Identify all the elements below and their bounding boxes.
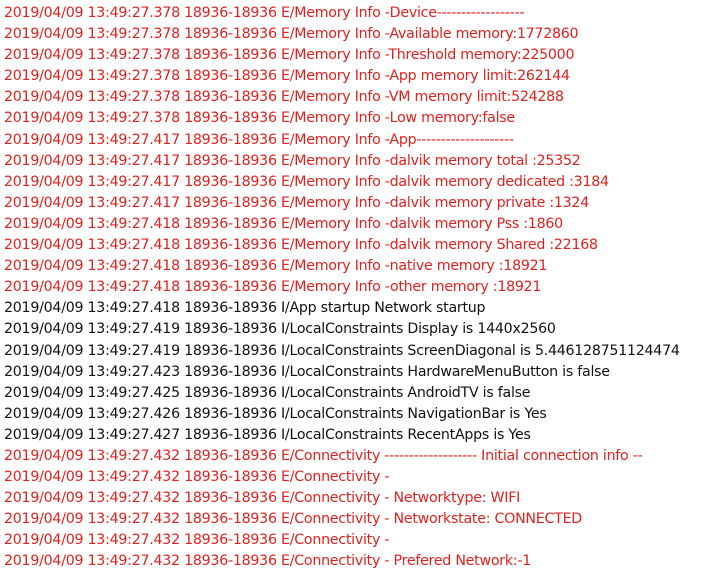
log-line: 2019/04/09 13:49:27.432 18936-18936 E/Co… bbox=[4, 469, 390, 486]
log-line: 2019/04/09 13:49:27.418 18936-18936 E/Me… bbox=[4, 237, 598, 254]
log-line: 2019/04/09 13:49:27.425 18936-18936 I/Lo… bbox=[4, 384, 531, 401]
log-line: 2019/04/09 13:49:27.432 18936-18936 E/Co… bbox=[4, 532, 390, 549]
log-line: 2019/04/09 13:49:27.432 18936-18936 E/Co… bbox=[4, 490, 521, 507]
log-line: 2019/04/09 13:49:27.419 18936-18936 I/Lo… bbox=[4, 321, 556, 338]
log-line: 2019/04/09 13:49:27.417 18936-18936 E/Me… bbox=[4, 152, 581, 169]
log-line: 2019/04/09 13:49:27.426 18936-18936 I/Lo… bbox=[4, 405, 547, 422]
log-line: 2019/04/09 13:49:27.418 18936-18936 I/Ap… bbox=[4, 300, 486, 317]
log-line: 2019/04/09 13:49:27.417 18936-18936 E/Me… bbox=[4, 131, 514, 148]
log-line: 2019/04/09 13:49:27.417 18936-18936 E/Me… bbox=[4, 173, 609, 190]
log-line: 2019/04/09 13:49:27.427 18936-18936 I/Lo… bbox=[4, 426, 531, 443]
log-line: 2019/04/09 13:49:27.418 18936-18936 E/Me… bbox=[4, 215, 563, 232]
log-line: 2019/04/09 13:49:27.423 18936-18936 I/Lo… bbox=[4, 363, 610, 380]
log-line: 2019/04/09 13:49:27.378 18936-18936 E/Me… bbox=[4, 47, 575, 64]
log-line: 2019/04/09 13:49:27.378 18936-18936 E/Me… bbox=[4, 5, 525, 21]
log-line: 2019/04/09 13:49:27.419 18936-18936 I/Lo… bbox=[4, 342, 680, 359]
log-line: 2019/04/09 13:49:27.417 18936-18936 E/Me… bbox=[4, 194, 589, 211]
log-line: 2019/04/09 13:49:27.378 18936-18936 E/Me… bbox=[4, 26, 579, 43]
log-line: 2019/04/09 13:49:27.418 18936-18936 E/Me… bbox=[4, 258, 548, 275]
log-line: 2019/04/09 13:49:27.432 18936-18936 E/Co… bbox=[4, 447, 643, 464]
log-output: 2019/04/09 13:49:27.378 18936-18936 E/Me… bbox=[4, 3, 706, 573]
log-line: 2019/04/09 13:49:27.378 18936-18936 E/Me… bbox=[4, 89, 564, 106]
log-line: 2019/04/09 13:49:27.432 18936-18936 E/Co… bbox=[4, 511, 582, 528]
log-line: 2019/04/09 13:49:27.432 18936-18936 E/Co… bbox=[4, 553, 531, 570]
log-line: 2019/04/09 13:49:27.418 18936-18936 E/Me… bbox=[4, 279, 542, 296]
log-line: 2019/04/09 13:49:27.378 18936-18936 E/Me… bbox=[4, 110, 515, 127]
log-line: 2019/04/09 13:49:27.378 18936-18936 E/Me… bbox=[4, 68, 570, 85]
